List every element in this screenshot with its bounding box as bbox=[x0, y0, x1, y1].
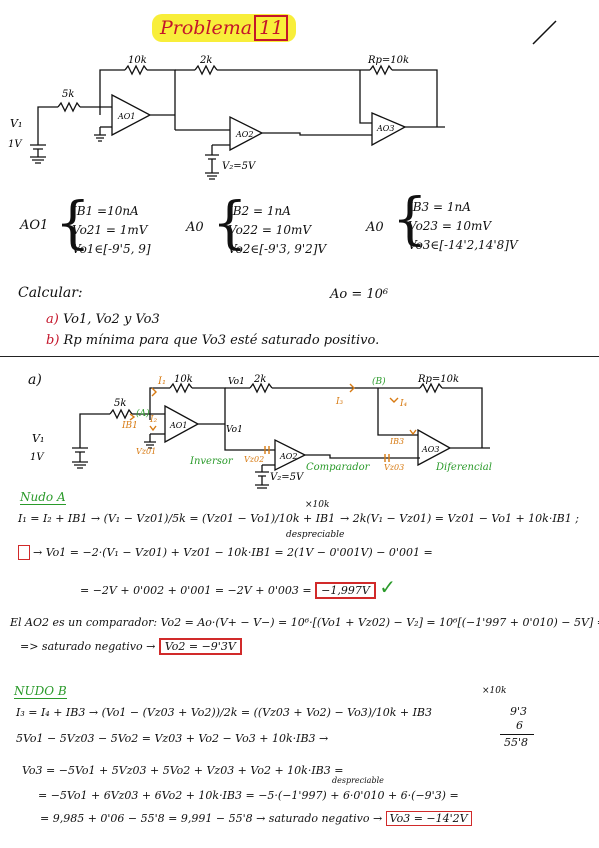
problem-title-label: Problema bbox=[160, 17, 253, 39]
spec-ao2-voz: Vo22 = 10mV bbox=[228, 223, 312, 237]
sol-ib1-label: IB1 bbox=[121, 421, 138, 431]
top-rp-label: Rp=10k bbox=[367, 55, 409, 66]
side-calc-b: 6 bbox=[516, 719, 523, 732]
sol-r10k-label: 10k bbox=[174, 374, 193, 385]
nodo-b-mult: ×10k bbox=[482, 686, 507, 696]
sol-vo1-label: Vo1 bbox=[226, 425, 243, 435]
sol-ib3-label: IB3 bbox=[389, 437, 404, 446]
section-divider bbox=[0, 356, 599, 357]
nodo-b-eq2: 5Vo1 − 5Vz03 − 5Vo2 = Vz03 + Vo2 − Vo3 +… bbox=[16, 732, 329, 745]
sol-v1-value: 1V bbox=[30, 452, 45, 463]
sol-i2-label: I₂ bbox=[149, 415, 158, 425]
top-r5k-label: 5k bbox=[62, 89, 74, 100]
sol-i3-label: I₃ bbox=[335, 397, 344, 407]
nodo-a-eq1: I₁ = I₂ + IB1 → (V₁ − Vz01)/5k = (Vz01 −… bbox=[18, 512, 336, 525]
spec-ao1-name: AO1 bbox=[20, 218, 49, 233]
top-v2-label: V₂=5V bbox=[222, 161, 257, 172]
nodo-a-eq1-right: → 2k(V₁ − Vz01) = Vz01 − Vo1 + 10k·IB1 ; bbox=[340, 512, 579, 525]
nodo-a-eq2: → Vo1 = −2·(V₁ − Vz01) + Vz01 − 10k·IB1 … bbox=[33, 546, 433, 559]
spec-ao1-voz: Vo21 = 1mV bbox=[72, 223, 148, 237]
spec-ao2-name: A0 bbox=[186, 220, 204, 235]
nodo-b-eq5: = 9,985 + 0'06 − 55'8 = 9,991 − 55'8 → s… bbox=[40, 812, 383, 825]
sol-node-a-label: (A) bbox=[136, 408, 150, 419]
spec-ao3-brace: { bbox=[392, 187, 428, 252]
nodo-b-eq4: = −5Vo1 + 6Vz03 + 6Vo2 + 10k·IB3 = −5·(−… bbox=[38, 789, 459, 802]
nodo-b-despreciable: despreciable bbox=[332, 776, 384, 785]
sol-rp-label: Rp=10k bbox=[417, 374, 459, 385]
sol-vo1-top-label: Vo1 bbox=[228, 377, 245, 387]
ao2-line2: => saturado negativo → bbox=[20, 640, 156, 653]
ao2-result: Vo2 = −9'3V bbox=[158, 638, 242, 655]
top-v1-label: V₁ bbox=[10, 117, 22, 130]
spec-ao3-voz: Vo23 = 10mV bbox=[408, 219, 492, 233]
spec-ao2-ib: IB2 = 1nA bbox=[228, 204, 291, 218]
sol-inversor-tag: Inversor bbox=[189, 456, 234, 467]
gain-label: Ao = 10⁶ bbox=[330, 287, 389, 302]
side-calc-rule bbox=[500, 734, 534, 735]
nodo-b-eq3: Vo3 = −5Vo1 + 5Vz03 + 5Vo2 + Vz03 + Vo2 … bbox=[22, 764, 344, 777]
nodo-b-heading: NUDO B bbox=[14, 684, 67, 699]
top-ao3-label: AO3 bbox=[376, 124, 394, 133]
nodo-b-eq1: I₃ = I₄ + IB3 → (Vo1 − (Vz03 + Vo2))/2k … bbox=[16, 706, 433, 719]
problem-number: 11 bbox=[254, 15, 289, 41]
nodo-a-mult: ×10k bbox=[305, 500, 330, 510]
top-v1-value: 1V bbox=[8, 139, 23, 150]
sol-vz02-label: Vz02 bbox=[244, 455, 264, 464]
side-calc-a: 9'3 bbox=[510, 705, 528, 718]
nodo-a-result: −1,997V bbox=[315, 582, 376, 599]
spec-ao3-ib: IB3 = 1nA bbox=[408, 200, 471, 214]
sol-node-b-label: (B) bbox=[372, 376, 386, 387]
sol-comparador-tag: Comparador bbox=[306, 462, 371, 473]
nodo-a-despreciable: despreciable bbox=[286, 530, 345, 540]
sol-i4-label: I₄ bbox=[399, 399, 408, 409]
nodo-a-eq3: = −2V + 0'002 + 0'001 = −2V + 0'003 = bbox=[80, 584, 312, 597]
solution-circuit-diagram: 10k 5k 2k Rp=10k V₁ 1V AO1 AO2 AO3 V₂=5V… bbox=[30, 374, 492, 489]
spec-ao3-name: A0 bbox=[366, 220, 384, 235]
nodo-b-result: Vo3 = −14'2V bbox=[385, 811, 472, 826]
sol-ao1-label: AO1 bbox=[169, 421, 187, 430]
sol-vz03-label: Vz03 bbox=[384, 463, 404, 472]
top-ao2-label: AO2 bbox=[235, 130, 253, 139]
spec-ao1-brace: { bbox=[55, 191, 91, 256]
nodo-a-heading: Nudo A bbox=[20, 490, 66, 505]
pen-stroke-mark bbox=[532, 20, 557, 45]
sol-v1-label: V₁ bbox=[32, 432, 44, 445]
spec-ao2-brace: { bbox=[212, 191, 248, 256]
spec-ao3-range: Vo3∈[-14'2,14'8]V bbox=[408, 238, 518, 252]
sol-vz01-label: Vz01 bbox=[136, 447, 156, 456]
spec-ao1-range: Vo1∈[-9'5, 9] bbox=[72, 242, 151, 256]
spec-ao1-ib: IB1 =10nA bbox=[72, 204, 139, 218]
top-r2k-label: 2k bbox=[199, 55, 212, 66]
sol-r2k-label: 2k bbox=[253, 374, 266, 385]
side-calc-c: 55'8 bbox=[504, 736, 529, 749]
top-r10k-label: 10k bbox=[128, 55, 147, 66]
item-b-label: b) bbox=[46, 333, 60, 348]
sol-ao2-label: AO2 bbox=[279, 452, 297, 461]
sol-diferencial-tag: Diferencial bbox=[435, 462, 492, 473]
section-a-label: a) bbox=[28, 372, 42, 388]
item-a-label: a) bbox=[46, 312, 59, 327]
top-ao1-label: AO1 bbox=[117, 112, 135, 121]
spec-ao2-range: Vo2∈[-9'3, 9'2]V bbox=[228, 242, 327, 256]
check-icon: ✓ bbox=[379, 575, 397, 599]
sol-ao3-label: AO3 bbox=[421, 445, 439, 454]
item-a-text: Vo1, Vo2 y Vo3 bbox=[62, 312, 160, 327]
top-circuit-diagram: 10k 5k 2k Rp=10k V₁ 1V AO1 AO2 AO3 V₂=5V bbox=[8, 55, 445, 180]
nodo-a-vo1-box bbox=[18, 545, 30, 560]
ao2-line1: El AO2 es un comparador: Vo2 = Ao·(V+ − … bbox=[10, 616, 599, 629]
sol-i1-label: I₁ bbox=[157, 376, 166, 387]
item-b-text: Rp mínima para que Vo3 esté saturado pos… bbox=[63, 333, 380, 348]
sol-v2-label: V₂=5V bbox=[270, 472, 305, 483]
sol-r5k-label: 5k bbox=[114, 398, 126, 409]
calcular-label: Calcular: bbox=[18, 285, 83, 301]
